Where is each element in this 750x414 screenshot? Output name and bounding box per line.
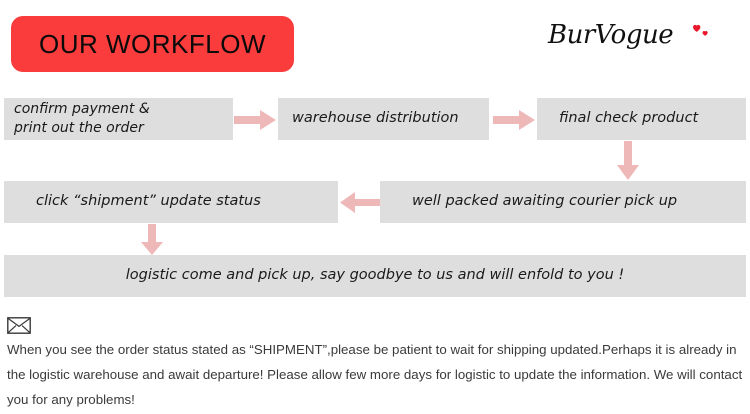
workflow-step-warehouse-distribution: warehouse distribution [278,98,489,140]
workflow-step-label: warehouse distribution [292,110,459,127]
workflow-step-label: logistic come and pick up, say goodbye t… [125,267,625,284]
workflow-step-logistic-pickup: logistic come and pick up, say goodbye t… [4,255,746,297]
workflow-step-final-check-product: final check product [537,98,746,140]
arrow-down-icon [617,141,639,180]
arrow-right-icon [493,110,535,130]
workflow-step-label: well packed awaiting courier pick up [412,193,678,210]
envelope-icon [7,317,31,334]
arrow-down-icon [141,224,163,255]
footer-notice-text: When you see the order status stated as … [7,342,743,407]
workflow-step-label: confirm payment & print out the order [14,101,150,136]
workflow-step-confirm-payment: confirm payment & print out the order [4,98,233,140]
workflow-step-well-packed: well packed awaiting courier pick up [380,181,746,223]
workflow-step-label: final check product [559,110,699,127]
footer-notice: When you see the order status stated as … [0,305,750,414]
workflow-diagram: confirm payment & print out the order wa… [4,98,746,297]
workflow-step-click-shipment: click “shipment” update status [4,181,338,223]
arrow-right-icon [234,110,276,130]
page-header: OUR WORKFLOW BurVogue [0,0,750,88]
brand-logo: BurVogue [548,20,708,64]
workflow-step-label: click “shipment” update status [36,193,261,210]
workflow-banner: OUR WORKFLOW [11,16,294,72]
heart-icon [693,24,708,36]
arrow-left-icon [340,192,380,213]
page-title: OUR WORKFLOW [39,28,266,59]
